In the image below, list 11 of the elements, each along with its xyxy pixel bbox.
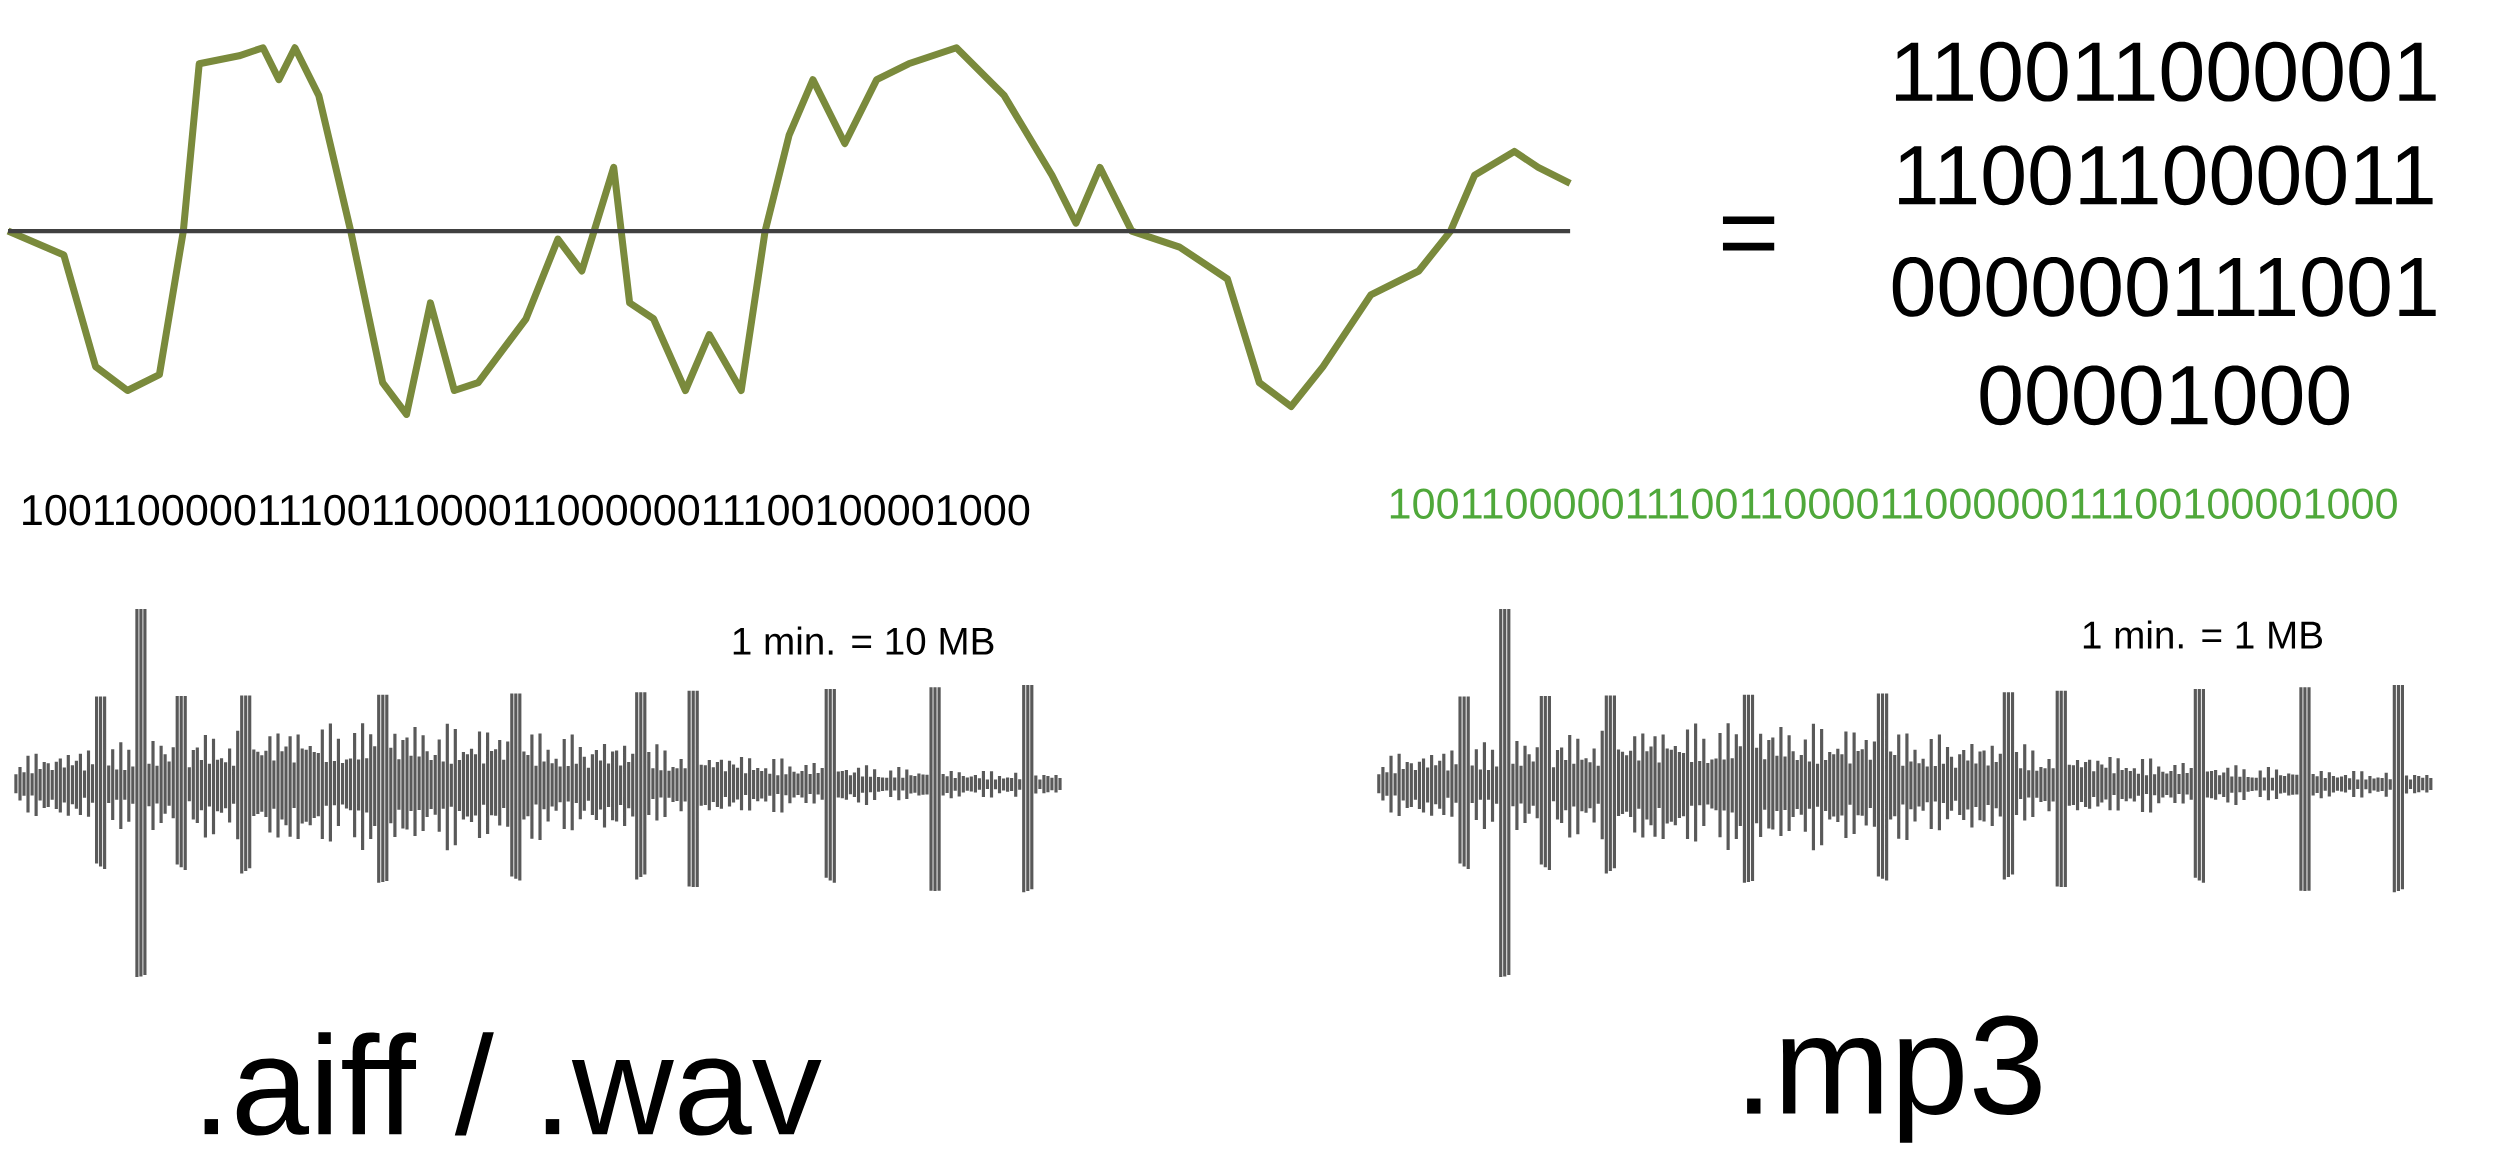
binary-row: 110011000001 bbox=[1895, 41, 2436, 102]
size-note: 1 min. = 1 MB bbox=[2083, 620, 2322, 649]
format-label: .mp3 bbox=[1747, 1015, 2041, 1143]
binary-string: 1001100000111001100001100000011100100001000 bbox=[1390, 488, 2397, 519]
binary-row: 110011000011 bbox=[1899, 145, 2433, 206]
binary-row: 00001000 bbox=[1980, 365, 2349, 426]
binary-row: 000000111001 bbox=[1892, 257, 2436, 317]
format-label: .aiff / .wav bbox=[204, 1032, 822, 1136]
binary-string: 1001100000111001100001100000011100100001000 bbox=[23, 494, 1030, 526]
equals-sign: = bbox=[1722, 216, 1775, 251]
size-note: 1 min. = 10 MB bbox=[733, 626, 994, 655]
